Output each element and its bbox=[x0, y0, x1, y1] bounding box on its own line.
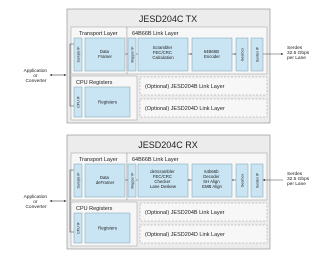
rx-encoder-line-3: SH Align bbox=[203, 179, 220, 184]
tx-framer-line-2: Framer bbox=[98, 54, 112, 59]
tx-cpu-registers-label: CPU Registers bbox=[76, 80, 113, 86]
tx-encoder-line-2: Encoder bbox=[204, 54, 221, 59]
rx-framer-line-2: deFramer bbox=[96, 180, 115, 185]
tx-right-label: Serdes 32.5 Gbps per Lane bbox=[287, 45, 310, 61]
rx-left-label: Application or Converter bbox=[24, 194, 49, 210]
rx-right-label: Serdes 32.5 Gbps per Lane bbox=[287, 171, 310, 187]
rx-diagram: JESD204C RX Transport Layer 64B66B Link … bbox=[24, 134, 310, 250]
rx-link-layer-label: 64B66B Link Layer bbox=[132, 157, 179, 163]
rx-gearbox bbox=[235, 163, 249, 198]
rx-decoder-block bbox=[191, 163, 233, 198]
tx-optional-204b-label: (Optional) JESD204B Link Layer bbox=[145, 84, 225, 90]
tx-left-label-line-1: Application bbox=[24, 68, 48, 74]
rx-cpu-if-label: CPU IF bbox=[77, 222, 81, 233]
tx-serdes-if-label: Serdes IF bbox=[256, 47, 260, 62]
tx-sample-if bbox=[73, 37, 83, 72]
rx-cpu-registers-label: CPU Registers bbox=[76, 206, 113, 212]
rx-decoder-label: 64b66b Decoder SH Align EMB Align bbox=[202, 169, 222, 189]
rx-encoder-line-2: Decoder bbox=[203, 174, 220, 179]
rx-mapper-if-label: Mapper IF bbox=[131, 173, 135, 189]
rx-transport-layer-label: Transport Layer bbox=[79, 157, 118, 163]
tx-scrambler-line-2: FEC/CRC bbox=[153, 50, 172, 55]
tx-scrambler-line-1: Scrambler bbox=[153, 45, 173, 50]
tx-encoder-block bbox=[191, 37, 233, 72]
tx-mapper-if-label: Mapper IF bbox=[131, 47, 135, 63]
rx-scrambler-line-4: Lane Deskew bbox=[150, 184, 177, 189]
rx-cpu-if bbox=[73, 212, 83, 244]
tx-link-layer-label: 64B66B Link Layer bbox=[132, 31, 179, 37]
rx-sample-if bbox=[73, 163, 83, 198]
tx-encoder-label: 64B66B Encoder bbox=[204, 49, 221, 59]
rx-scrambler-line-1: deScrambler bbox=[150, 169, 175, 174]
tx-cpu-if-label: CPU IF bbox=[77, 96, 81, 107]
rx-right-label-line-1: Serdes bbox=[287, 171, 303, 177]
rx-optional-204b-label: (Optional) JESD204B Link Layer bbox=[145, 210, 225, 216]
tx-left-label-line-3: Converter bbox=[25, 78, 46, 84]
rx-data-deframer-label: Data deFramer bbox=[96, 175, 115, 185]
rx-left-label-line-3: Converter bbox=[25, 204, 46, 210]
tx-left-label: Application or Converter bbox=[24, 68, 49, 84]
tx-serdes-if bbox=[250, 37, 264, 72]
rx-data-deframer-block bbox=[84, 163, 126, 198]
tx-data-framer-label: Data Framer bbox=[98, 49, 112, 59]
rx-sample-if-label: Sample IF bbox=[77, 173, 81, 189]
tx-right-label-line-2: 32.5 Gbps bbox=[287, 50, 310, 56]
rx-descrambler-label: deScrambler FEC/CRC Checker Lane Deskew bbox=[150, 169, 177, 189]
rx-title: JESD204C RX bbox=[138, 140, 198, 150]
tx-scrambler-label: Scrambler FEC/CRC Calculation bbox=[152, 45, 174, 60]
tx-data-framer-block bbox=[84, 37, 126, 72]
tx-mapper-if bbox=[127, 37, 137, 72]
rx-descrambler-block bbox=[137, 163, 189, 198]
rx-gearbox-label: Gearbox bbox=[241, 174, 245, 188]
tx-framer-line-1: Data bbox=[100, 49, 110, 54]
tx-left-label-line-2: or bbox=[33, 73, 38, 79]
tx-registers-label: Registers bbox=[98, 100, 118, 105]
tx-right-label-line-3: per Lane bbox=[287, 55, 306, 61]
tx-cpu-if bbox=[73, 86, 83, 118]
rx-framer-line-1: Data bbox=[100, 175, 110, 180]
tx-encoder-line-1: 64B66B bbox=[204, 49, 219, 54]
rx-optional-204b bbox=[139, 202, 268, 222]
rx-registers-block bbox=[84, 212, 131, 244]
rx-app-connector bbox=[69, 169, 74, 233]
tx-diagram: JESD204C TX Transport Layer 64B66B Link … bbox=[24, 8, 310, 124]
tx-gearbox-label: Gearbox bbox=[241, 48, 245, 62]
tx-registers-block bbox=[84, 86, 131, 118]
rx-registers-label: Registers bbox=[98, 226, 118, 231]
rx-left-label-line-1: Application bbox=[24, 194, 48, 200]
tx-right-label-line-1: Serdes bbox=[287, 45, 303, 51]
rx-encoder-line-1: 64b66b bbox=[204, 169, 219, 174]
rx-right-label-line-3: per Lane bbox=[287, 181, 306, 187]
tx-optional-204d-label: (Optional) JESD204D Link Layer bbox=[145, 106, 225, 112]
tx-scrambler-line-3: Calculation bbox=[152, 55, 174, 60]
tx-title: JESD204C TX bbox=[139, 14, 197, 24]
tx-app-connector bbox=[69, 43, 74, 107]
rx-right-label-line-2: 32.5 Gbps bbox=[287, 176, 310, 182]
tx-transport-layer-label: Transport Layer bbox=[79, 31, 118, 37]
tx-sample-if-label: Sample IF bbox=[77, 47, 81, 63]
rx-encoder-line-4: EMB Align bbox=[202, 184, 222, 189]
rx-optional-204d bbox=[139, 224, 268, 244]
rx-scrambler-line-3: Checker bbox=[154, 179, 171, 184]
tx-optional-204d bbox=[139, 98, 268, 118]
rx-mapper-if bbox=[127, 163, 137, 198]
rx-left-label-line-2: or bbox=[33, 199, 38, 205]
rx-scrambler-line-2: FEC/CRC bbox=[153, 174, 172, 179]
tx-optional-204b bbox=[139, 76, 268, 96]
tx-scrambler-block bbox=[137, 37, 189, 72]
rx-serdes-if-label: Serdes IF bbox=[256, 173, 260, 188]
rx-optional-204d-label: (Optional) JESD204D Link Layer bbox=[145, 232, 225, 238]
